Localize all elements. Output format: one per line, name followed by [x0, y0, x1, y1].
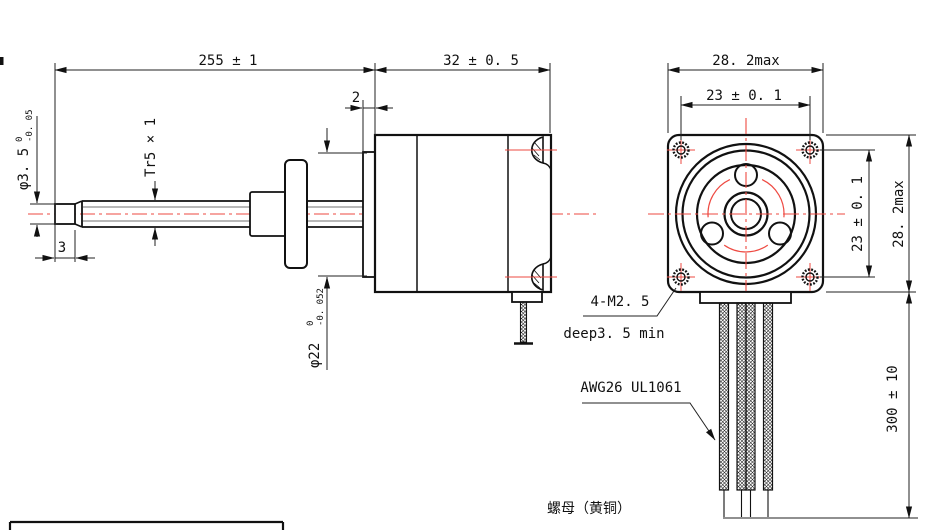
motor-body — [373, 133, 557, 345]
mounting-hole-leader — [583, 287, 677, 317]
side-view: 255 ± 1 32 ± 0. 5 2 φ3. 5 0 -0. 05 — [15, 53, 600, 370]
dim-wire-length — [723, 291, 918, 519]
svg-text:φ3. 5: φ3. 5 — [16, 148, 32, 190]
dim-body-height-label: 28. 2max — [891, 180, 907, 247]
lead-screw-nut — [249, 159, 308, 269]
dim-tip-diameter — [30, 116, 57, 237]
svg-text:28. 2max: 28. 2max — [891, 180, 907, 247]
dim-wire-length-label: 300 ± 10 — [885, 365, 901, 432]
dim-body-width — [667, 63, 824, 133]
dim-tip-length-label: 3 — [58, 240, 66, 256]
corner-hole-bl — [667, 263, 695, 291]
dim-motor-length-label: 32 ± 0. 5 — [443, 53, 519, 69]
wire-side — [519, 301, 528, 343]
pilot-hole-left — [700, 221, 724, 246]
dim-motor-length — [374, 63, 551, 133]
dim-boss-diameter — [318, 128, 367, 370]
svg-text:-0. 052: -0. 052 — [316, 288, 326, 326]
wire-exit-block-front — [699, 291, 792, 304]
dim-tip-length — [35, 230, 95, 262]
corner-hole-br — [796, 263, 824, 291]
dim-body-height — [826, 134, 916, 293]
pilot-boss — [362, 151, 376, 278]
sheet-frame-fragments — [0, 57, 285, 530]
svg-text:0: 0 — [15, 137, 25, 142]
mounting-holes-label: 4-M2. 5 — [590, 294, 649, 310]
corner-hole-tl — [667, 136, 695, 164]
shaft-tip — [54, 203, 76, 225]
dim-boss-length-label: 2 — [352, 90, 360, 106]
svg-text:-0. 05: -0. 05 — [25, 109, 35, 142]
front-view: 28. 2max 23 ± 0. 1 23 ± 0. 1 28. 2max 30… — [547, 53, 918, 519]
svg-text:Tr5 × 1: Tr5 × 1 — [143, 118, 159, 177]
dim-hole-spacing-h — [680, 96, 811, 140]
svg-text:φ22: φ22 — [307, 343, 323, 368]
dim-tip-diameter-label: φ3. 5 0 -0. 05 — [15, 109, 35, 190]
svg-text:23 ± 0. 1: 23 ± 0. 1 — [850, 176, 866, 252]
dim-screw-length-label: 255 ± 1 — [198, 53, 257, 69]
dim-thread-spec-label: Tr5 × 1 — [143, 118, 159, 177]
dim-screw-length — [54, 63, 376, 262]
pilot-hole-right — [768, 221, 792, 246]
corner-hole-tr — [796, 136, 824, 164]
wire-spec-label: AWG26 UL1061 — [580, 380, 681, 396]
dim-hole-spacing-v-label: 23 ± 0. 1 — [850, 176, 866, 252]
svg-text:0: 0 — [306, 321, 316, 326]
lead-wires — [718, 302, 774, 517]
front-centerlines — [648, 118, 845, 313]
dim-hole-spacing-v — [820, 149, 875, 278]
dim-body-width-label: 28. 2max — [712, 53, 779, 69]
wire-spec-leader — [582, 402, 716, 441]
nut-material-label: 螺母（黄铜） — [547, 500, 631, 517]
dim-boss-length — [345, 100, 393, 152]
dim-boss-diameter-label: φ22 0 -0. 052 — [306, 288, 326, 368]
corner-holes — [667, 136, 824, 291]
lead-screw — [81, 200, 363, 228]
mounting-hole-depth-label: deep3. 5 min — [563, 326, 664, 342]
svg-text:300 ± 10: 300 ± 10 — [885, 365, 901, 432]
dim-hole-spacing-h-label: 23 ± 0. 1 — [706, 88, 782, 104]
wire-exit-block-side — [511, 291, 543, 303]
